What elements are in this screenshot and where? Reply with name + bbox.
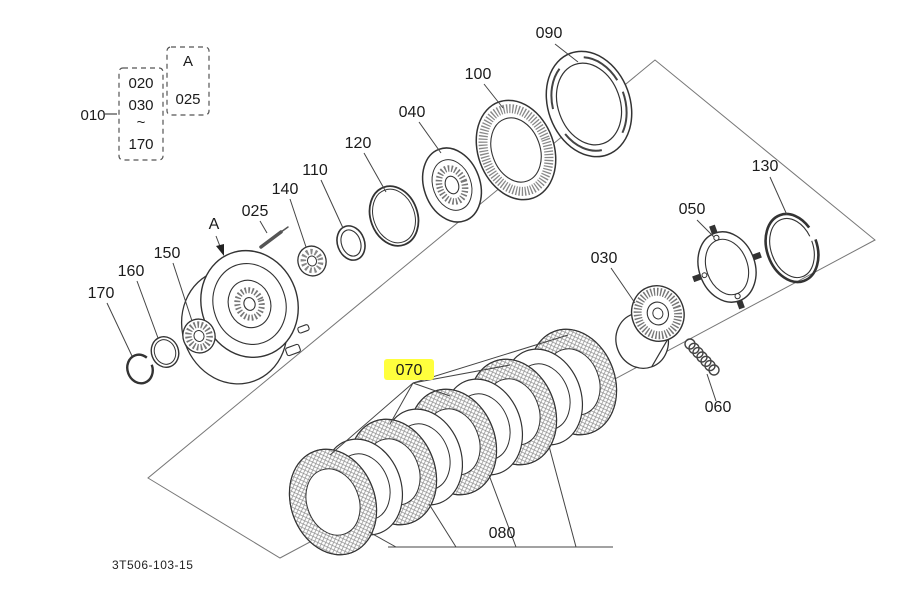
part-110-ring bbox=[336, 225, 366, 261]
part-040-bearing-carrier bbox=[421, 147, 483, 223]
part-050-lugged-plate bbox=[692, 224, 762, 310]
drum-lug bbox=[285, 343, 301, 357]
callout-025[interactable]: 025 bbox=[242, 203, 269, 220]
callout-030[interactable]: 030 bbox=[591, 250, 618, 267]
part-100-splined-ring bbox=[475, 99, 557, 201]
callout-120[interactable]: 120 bbox=[345, 135, 372, 152]
legend-ref-A[interactable]: A bbox=[183, 53, 193, 70]
part-090-retainer-ring bbox=[545, 50, 633, 158]
callout-060[interactable]: 060 bbox=[705, 399, 732, 416]
callout-110[interactable]: 110 bbox=[302, 162, 328, 179]
legend-ref-025[interactable]: 025 bbox=[175, 91, 200, 108]
leader-lines bbox=[106, 43, 788, 548]
drum-lug bbox=[297, 324, 310, 334]
drawing-number: 3T506-103-15 bbox=[112, 558, 193, 572]
arrowhead-A bbox=[216, 244, 224, 256]
part-120-ring bbox=[368, 185, 420, 247]
part-160-ring bbox=[150, 336, 180, 368]
callout-070-highlight bbox=[384, 359, 434, 380]
callout-170[interactable]: 170 bbox=[88, 285, 115, 302]
part-150-bearing bbox=[182, 318, 216, 354]
friction-disc bbox=[288, 448, 378, 556]
legend-item-030[interactable]: 030 bbox=[128, 97, 153, 114]
part-025-pin bbox=[259, 226, 289, 249]
part-A-clutch-drum bbox=[180, 249, 310, 385]
callout-150[interactable]: 150 bbox=[154, 245, 181, 262]
legend-group-box bbox=[118, 67, 164, 161]
legend-group: 010 020 030 ~ 170 A 025 bbox=[80, 46, 210, 161]
callout-140[interactable]: 140 bbox=[272, 181, 299, 198]
callout-160[interactable]: 160 bbox=[118, 263, 145, 280]
callout-070[interactable]: 070 bbox=[396, 362, 423, 379]
part-060-spring bbox=[684, 338, 720, 376]
callouts: 090 100 040 120 110 140 025 A 150 160 17… bbox=[88, 25, 779, 542]
callout-010[interactable]: 010 bbox=[80, 107, 105, 124]
callout-080[interactable]: 080 bbox=[489, 525, 516, 542]
callout-A[interactable]: A bbox=[209, 216, 220, 233]
assembly-axis-plane bbox=[147, 59, 876, 559]
legend-item-range-tilde: ~ bbox=[137, 114, 146, 131]
callout-130[interactable]: 130 bbox=[752, 158, 779, 175]
part-130-snap-ring bbox=[764, 212, 820, 284]
legend-item-020[interactable]: 020 bbox=[128, 75, 153, 92]
part-030-splined-hub bbox=[615, 285, 685, 369]
callout-090[interactable]: 090 bbox=[536, 25, 563, 42]
part-140-bearing bbox=[297, 245, 327, 277]
legend-item-170[interactable]: 170 bbox=[128, 136, 153, 153]
disc-stack bbox=[288, 328, 618, 556]
part-170-snap-ring bbox=[126, 353, 154, 385]
callout-050[interactable]: 050 bbox=[679, 201, 706, 218]
callout-040[interactable]: 040 bbox=[399, 104, 426, 121]
callout-100[interactable]: 100 bbox=[465, 66, 492, 83]
